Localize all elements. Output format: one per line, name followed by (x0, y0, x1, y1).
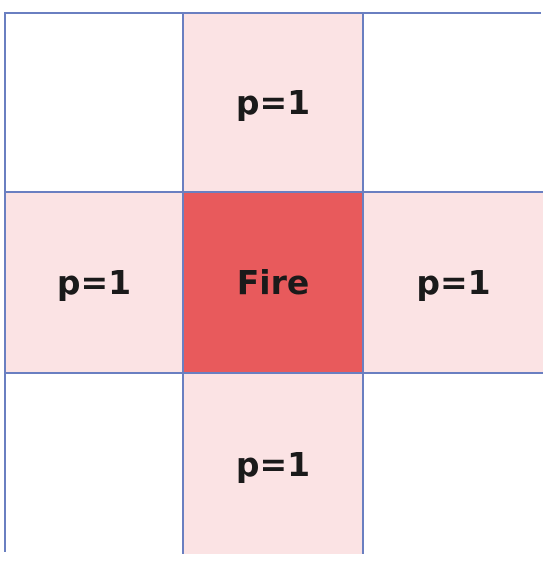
cell-middle-right: p=1 (364, 193, 543, 374)
cell-middle-left: p=1 (6, 193, 184, 374)
cell-center-fire: Fire (184, 193, 364, 374)
cell-bottom-left (6, 374, 184, 554)
cell-top-center: p=1 (184, 14, 364, 193)
grid: p=1 p=1 Fire p=1 p=1 (4, 12, 543, 554)
fire-label: Fire (236, 263, 310, 302)
cell-label: p=1 (235, 444, 311, 484)
cell-label: p=1 (56, 263, 132, 302)
cell-bottom-center: p=1 (184, 374, 364, 554)
cell-label: p=1 (235, 83, 311, 122)
cell-top-right (364, 14, 543, 193)
fire-spread-diagram: p=1 p=1 Fire p=1 p=1 (4, 12, 543, 554)
cell-bottom-right (364, 374, 543, 554)
cell-label: p=1 (416, 263, 491, 302)
cell-top-left (6, 14, 184, 193)
